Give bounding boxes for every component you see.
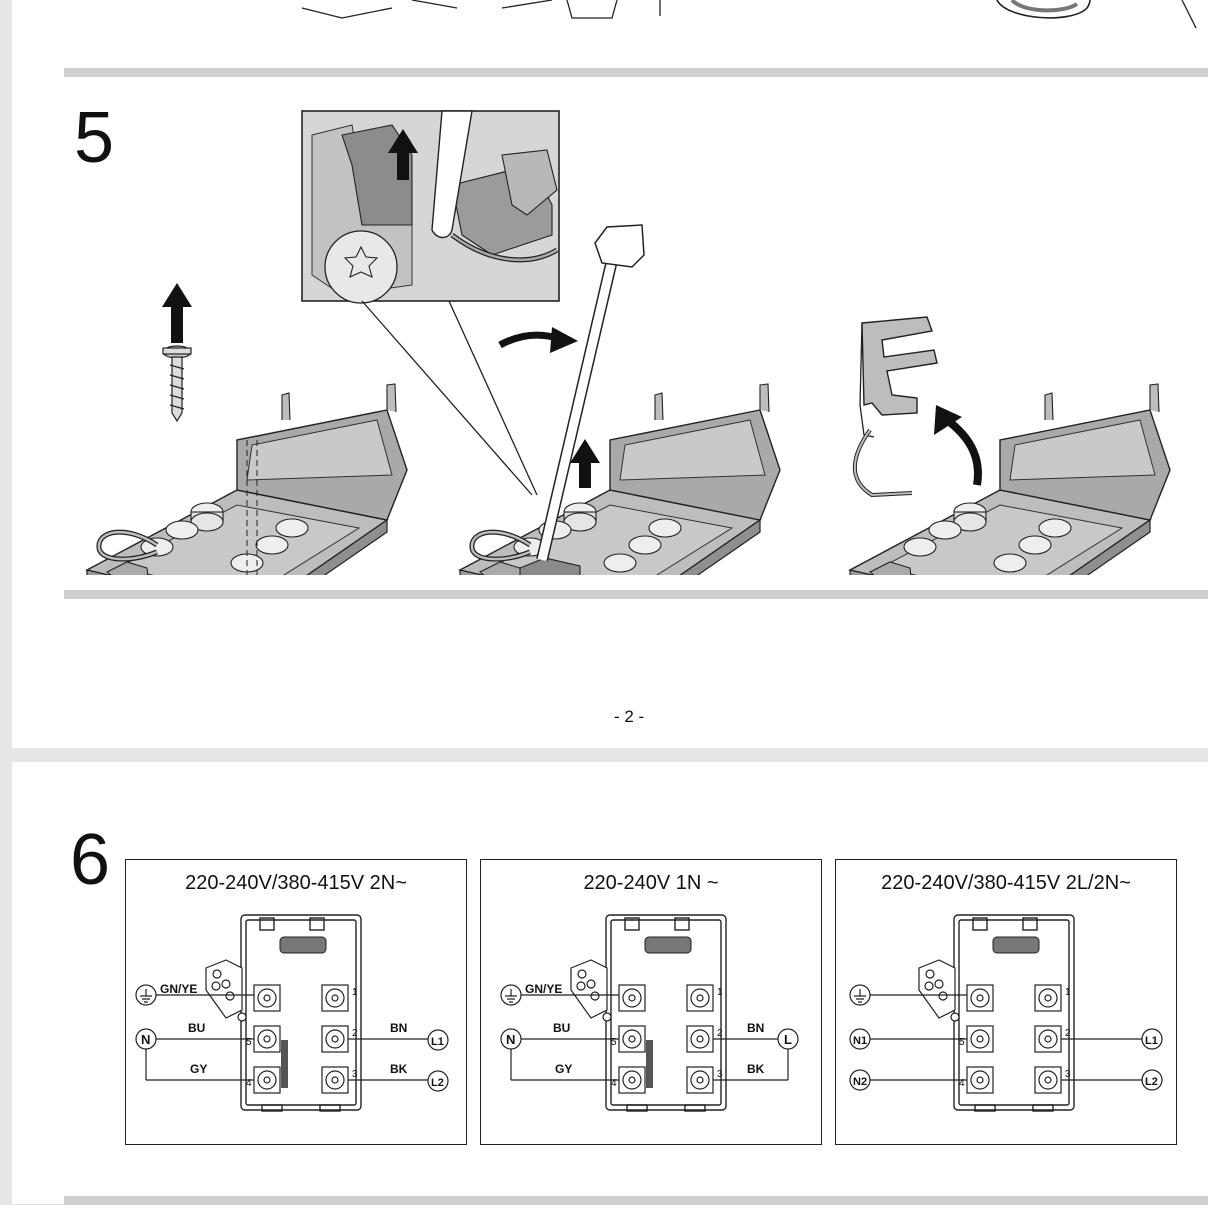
- terminal-num-1: 1: [1065, 987, 1071, 998]
- step-5-illustration: [86, 110, 1171, 575]
- lift-arrow-icon: [570, 439, 600, 488]
- label-gnye: GN/YE: [525, 982, 562, 996]
- terminal-num-5: 5: [611, 1037, 617, 1048]
- panel-title: 220-240V/380-415V 2L/2N~: [881, 872, 1131, 894]
- terminal-num-3: 3: [1065, 1069, 1071, 1080]
- terminal-num-3: 3: [717, 1069, 723, 1080]
- curved-arrow-icon: [944, 416, 982, 486]
- terminal-num-3: 3: [352, 1069, 358, 1080]
- panel-title: 220-240V/380-415V 2N~: [185, 872, 407, 894]
- label-n2: N2: [853, 1076, 867, 1088]
- section-rule-bottom: [64, 590, 1208, 599]
- step-number: 6: [70, 820, 111, 900]
- label-l: L: [784, 1032, 792, 1047]
- manual-page-3: 6 220-240V/380-415V 2N~: [12, 762, 1208, 1205]
- label-l2: L2: [1145, 1076, 1158, 1088]
- terminal-num-4: 4: [611, 1078, 617, 1089]
- label-bk: BK: [747, 1062, 765, 1076]
- label-bn: BN: [390, 1021, 407, 1035]
- wiring-panel-2n: 220-240V/380-415V 2N~: [125, 859, 467, 1145]
- label-gy: GY: [555, 1062, 572, 1076]
- terminal-block-diagram: GN/YE BU GY BN BK N L 1 2 3 4 5: [500, 914, 799, 1112]
- label-l1: L1: [431, 1036, 444, 1048]
- label-bn: BN: [747, 1021, 764, 1035]
- terminal-num-1: 1: [717, 987, 723, 998]
- page-number: - 2 -: [614, 707, 645, 726]
- detail-inset: [301, 110, 560, 304]
- terminal-block-diagram: N1 N2 L1 L2 1 2 3 4 5: [849, 914, 1163, 1112]
- label-n1: N1: [853, 1035, 867, 1047]
- label-n: N: [141, 1032, 150, 1047]
- terminal-block-diagram: GN/YE BU GY BN BK N L1 L2 1 2 3 4 5: [135, 914, 449, 1112]
- panel-title: 220-240V 1N ~: [583, 872, 719, 894]
- wiring-panel-2l-2n: 220-240V/380-415V 2L/2N~: [835, 859, 1177, 1145]
- previous-step-illustration-remnant: [301, 0, 1197, 29]
- label-gy: GY: [190, 1062, 207, 1076]
- terminal-num-5: 5: [959, 1037, 965, 1048]
- label-bk: BK: [390, 1062, 408, 1076]
- wiring-panel-1n: 220-240V 1N ~: [480, 859, 822, 1145]
- screw-icon: [162, 345, 192, 423]
- section-rule-top: [64, 68, 1208, 77]
- label-bu: BU: [553, 1021, 570, 1035]
- terminal-num-2: 2: [352, 1028, 358, 1039]
- terminal-num-2: 2: [1065, 1028, 1071, 1039]
- label-n: N: [506, 1032, 515, 1047]
- label-l1: L1: [1145, 1035, 1158, 1047]
- terminal-num-1: 1: [352, 987, 358, 998]
- section-rule-bottom: [64, 1196, 1208, 1205]
- manual-page-2: 5: [12, 0, 1208, 748]
- terminal-num-4: 4: [959, 1078, 965, 1089]
- removed-clip-icon: [852, 316, 938, 498]
- terminal-num-4: 4: [246, 1078, 252, 1089]
- terminal-num-2: 2: [717, 1028, 723, 1039]
- label-gnye: GN/YE: [160, 982, 197, 996]
- terminal-num-5: 5: [246, 1037, 252, 1048]
- label-l2: L2: [431, 1077, 444, 1089]
- label-bu: BU: [188, 1021, 205, 1035]
- screwdriver-icon: [536, 224, 645, 562]
- screw-removal-arrow-icon: [162, 283, 192, 343]
- step-number: 5: [74, 98, 115, 178]
